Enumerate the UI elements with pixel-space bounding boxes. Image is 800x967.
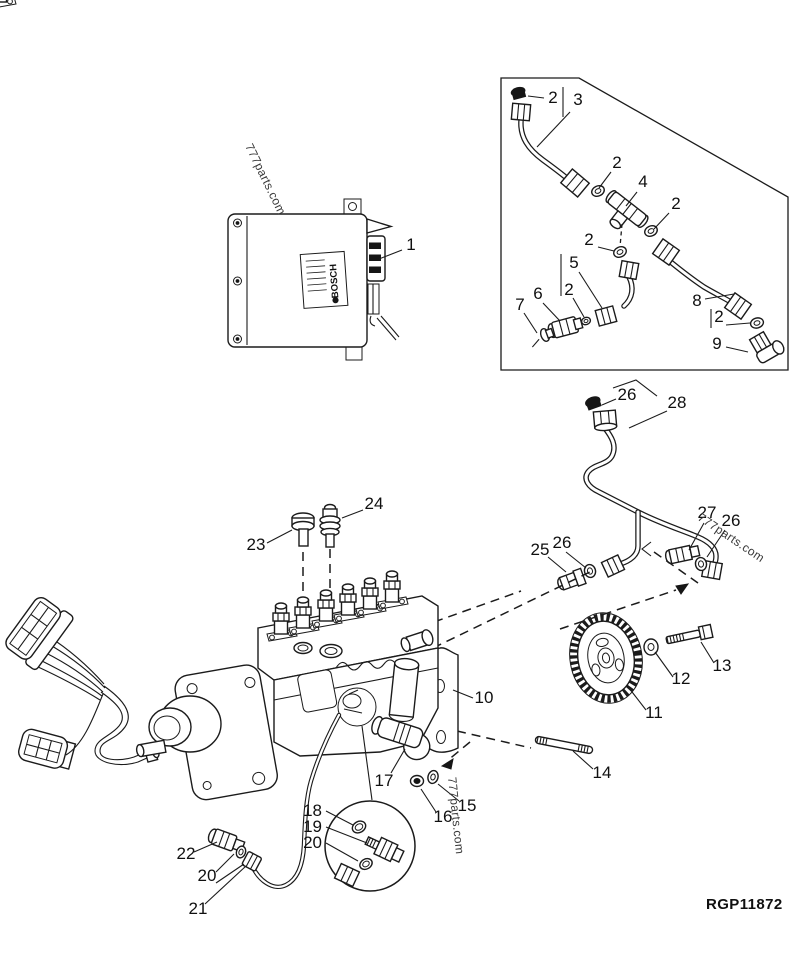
wiring-harness xyxy=(5,596,160,770)
callout-24: 24 xyxy=(365,494,384,513)
return-pipe-21 xyxy=(241,712,342,889)
washer-26 xyxy=(694,556,708,572)
stud-14: 14 xyxy=(534,735,612,782)
overflow-valve-detail-circle: 18 19 20 xyxy=(303,800,416,892)
callout-4: 4 xyxy=(638,172,647,191)
svg-text:777parts.com: 777parts.com xyxy=(242,141,289,217)
callout-15: 15 xyxy=(458,796,477,815)
harness-connector-b xyxy=(17,728,77,770)
harness-connector-a xyxy=(5,596,74,671)
banjo-elbow-9 xyxy=(748,330,785,364)
callout-5: 5 xyxy=(569,253,578,272)
injection-pump: 10 17 xyxy=(0,0,494,801)
flare-nut xyxy=(600,554,626,578)
callout-13: 13 xyxy=(713,656,732,675)
callout-19: 19 xyxy=(303,817,322,836)
callout-2: 2 xyxy=(548,88,557,107)
fuel-pipe-3 xyxy=(510,102,591,198)
tee-fitting-4 xyxy=(605,190,649,230)
nut-12: 12 xyxy=(643,638,691,688)
overflow-valve-location xyxy=(337,687,377,727)
callout-14: 14 xyxy=(593,763,612,782)
callout-26: 26 xyxy=(553,533,572,552)
ecu-bosch-label: BOSCH xyxy=(299,250,349,309)
callout-1: 1 xyxy=(406,235,415,254)
washer-15: 15 xyxy=(427,769,477,815)
ecu-connector xyxy=(366,218,400,341)
washer-26 xyxy=(583,563,597,579)
callout-20: 20 xyxy=(303,833,322,852)
fuel-line-detail-box: 2 3 2 4 2 2 5 2 6 7 8 2 9 xyxy=(500,77,789,371)
fitting-22 xyxy=(207,828,247,859)
callout-2: 2 xyxy=(612,153,621,172)
cap-nut-2 xyxy=(510,86,527,101)
delivery-valve-holder xyxy=(0,0,17,8)
callout-18: 18 xyxy=(303,801,322,820)
fuel-return-line-28: 26 28 25 26 27 26 xyxy=(531,379,741,591)
callout-11: 11 xyxy=(645,703,663,722)
elbow-pipe-5 xyxy=(594,259,640,327)
washer-2 xyxy=(749,317,765,329)
timing-gear-11: 11 xyxy=(569,612,663,722)
callout-23: 23 xyxy=(247,535,266,554)
ecu-brand-text: BOSCH xyxy=(328,263,341,298)
figure-code: RGP11872 xyxy=(706,896,783,913)
washer-2-small xyxy=(580,316,592,326)
callout-16: 16 xyxy=(434,807,453,826)
washer-2 xyxy=(613,246,627,258)
callout-22: 22 xyxy=(177,844,196,863)
callout-2: 2 xyxy=(564,280,573,299)
connector-fitting-27 xyxy=(664,544,701,565)
cap-nut-26 xyxy=(585,396,602,411)
callout-27: 27 xyxy=(698,503,717,522)
callout-9: 9 xyxy=(712,334,721,353)
callout-10: 10 xyxy=(475,688,494,707)
callout-2: 2 xyxy=(671,194,680,213)
inlet-fitting-17 xyxy=(371,715,431,761)
seal-ring-18 xyxy=(351,820,367,834)
overflow-valve-19 xyxy=(364,835,405,863)
callout-20: 20 xyxy=(198,866,217,885)
fuel-pipe-8 xyxy=(651,237,753,321)
callout-6: 6 xyxy=(533,284,542,303)
callout-7: 7 xyxy=(515,295,524,314)
callout-2: 2 xyxy=(584,230,593,249)
callout-3: 3 xyxy=(573,90,582,109)
seal-ring-20 xyxy=(359,857,373,871)
callout-26: 26 xyxy=(618,385,637,404)
sensor-24: 24 xyxy=(319,494,384,548)
plug-7 xyxy=(531,327,555,348)
watermark: 777parts.com xyxy=(242,141,289,217)
callout-12: 12 xyxy=(672,669,691,688)
callout-8: 8 xyxy=(692,291,701,310)
washer-20 xyxy=(235,845,247,859)
pipe-nut-detail xyxy=(333,862,361,888)
callout-25: 25 xyxy=(531,540,550,559)
ecu-control-unit: BOSCH 1 xyxy=(227,198,416,361)
callout-28: 28 xyxy=(668,393,687,412)
nut-16: 16 xyxy=(409,774,453,826)
washer-2 xyxy=(591,185,605,197)
pump-cylinder xyxy=(388,657,420,723)
callout-17: 17 xyxy=(375,771,394,790)
bolt-13: 13 xyxy=(665,623,732,675)
callout-26: 26 xyxy=(722,511,741,530)
pump-port-fitting xyxy=(400,629,434,653)
sensor-23: 23 xyxy=(247,512,315,554)
callout-2: 2 xyxy=(714,307,723,326)
callout-21: 21 xyxy=(189,899,208,918)
